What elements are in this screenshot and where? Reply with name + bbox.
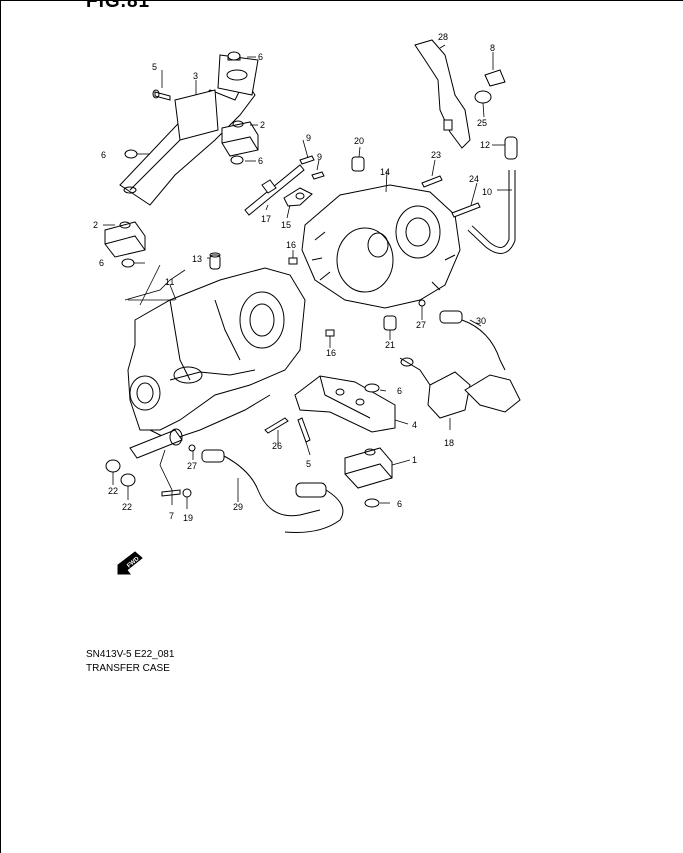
part-number-6: 6 xyxy=(258,156,263,166)
mount-bracket-upper xyxy=(119,54,259,206)
part-number-2: 2 xyxy=(93,220,98,230)
nut-6-top xyxy=(227,51,241,61)
part-number-9: 9 xyxy=(306,133,311,143)
breather-hose-10 xyxy=(467,170,516,254)
washer-27b xyxy=(418,299,426,307)
washer-27a xyxy=(188,444,196,452)
part-number-14: 14 xyxy=(380,167,390,177)
bolt-23 xyxy=(421,175,443,188)
part-number-28: 28 xyxy=(438,32,448,42)
part-number-27: 27 xyxy=(416,320,426,330)
nut-6-mid xyxy=(230,155,244,165)
mount-cushion-lower xyxy=(104,221,146,258)
part-number-5: 5 xyxy=(152,62,157,72)
plug-22b xyxy=(120,473,136,487)
part-number-2: 2 xyxy=(260,120,265,130)
part-number-13: 13 xyxy=(192,254,202,264)
part-number-16: 16 xyxy=(286,240,296,250)
mount-cushion-1 xyxy=(344,447,393,489)
guide-17 xyxy=(244,164,305,216)
part-number-6: 6 xyxy=(397,499,402,509)
clip-8 xyxy=(484,69,506,87)
part-number-25: 25 xyxy=(477,118,487,128)
actuator-18 xyxy=(399,357,521,419)
part-number-21: 21 xyxy=(385,340,395,350)
figure-title: FIG.81 xyxy=(86,0,151,12)
part-number-24: 24 xyxy=(469,174,479,184)
pin-26 xyxy=(264,417,289,434)
transfer-case-front xyxy=(127,267,306,441)
part-number-8: 8 xyxy=(490,43,495,53)
sensor-29-wire xyxy=(201,449,344,533)
bolt-9a xyxy=(299,155,315,165)
output-shaft xyxy=(129,428,183,459)
plug-21 xyxy=(383,315,397,331)
plug-19 xyxy=(182,488,192,498)
part-number-20: 20 xyxy=(354,136,364,146)
bolt-9b xyxy=(311,171,325,180)
part-number-29: 29 xyxy=(233,502,243,512)
part-number-27: 27 xyxy=(187,461,197,471)
part-number-7: 7 xyxy=(169,511,174,521)
part-number-3: 3 xyxy=(193,71,198,81)
part-number-1: 1 xyxy=(412,455,417,465)
bolt-5-top xyxy=(152,89,171,101)
frame-left-border xyxy=(0,0,1,853)
part-number-10: 10 xyxy=(482,187,492,197)
nut-6-lower-right xyxy=(364,498,380,508)
part-number-23: 23 xyxy=(431,150,441,160)
dowel-pin-upper xyxy=(288,257,298,265)
drawing-code: SN413V-5 E22_081 xyxy=(86,649,175,660)
plug-13 xyxy=(209,252,221,270)
part-number-12: 12 xyxy=(480,140,490,150)
mount-bracket-4 xyxy=(294,375,396,433)
part-number-6: 6 xyxy=(99,258,104,268)
plug-20 xyxy=(351,156,365,172)
bolt-24 xyxy=(451,202,481,218)
bracket-28 xyxy=(414,39,471,149)
part-number-9: 9 xyxy=(317,152,322,162)
fwd-arrow-icon xyxy=(117,551,143,575)
part-number-16: 16 xyxy=(326,348,336,358)
part-number-22: 22 xyxy=(108,486,118,496)
frame-top-border xyxy=(0,0,683,1)
part-number-6: 6 xyxy=(397,386,402,396)
part-number-26: 26 xyxy=(272,441,282,451)
part-number-4: 4 xyxy=(412,420,417,430)
part-number-19: 19 xyxy=(183,513,193,523)
switch-30-wire xyxy=(439,310,506,371)
dowel-pin-lower xyxy=(325,329,335,337)
part-number-11: 11 xyxy=(165,277,174,287)
figure-caption: TRANSFER CASE xyxy=(86,663,170,674)
plug-22a xyxy=(105,459,121,473)
mount-cushion-upper xyxy=(221,120,259,157)
pin-7 xyxy=(161,489,181,497)
part-number-6: 6 xyxy=(258,52,263,62)
nut-6-mount xyxy=(364,383,380,393)
nut-6-left xyxy=(124,149,138,159)
nut-6-lower-left xyxy=(121,258,135,268)
bolt-5-lower xyxy=(297,417,311,443)
part-number-30: 30 xyxy=(476,316,486,326)
part-number-17: 17 xyxy=(261,214,271,224)
part-number-18: 18 xyxy=(444,438,454,448)
part-number-6: 6 xyxy=(101,150,106,160)
leader-lines xyxy=(103,44,512,509)
bracket-15 xyxy=(283,187,313,207)
part-number-22: 22 xyxy=(122,502,132,512)
transfer-case-rear xyxy=(301,184,461,309)
clamp-25 xyxy=(474,90,492,104)
part-number-5: 5 xyxy=(306,459,311,469)
breather-12 xyxy=(504,136,518,160)
part-number-15: 15 xyxy=(281,220,291,230)
